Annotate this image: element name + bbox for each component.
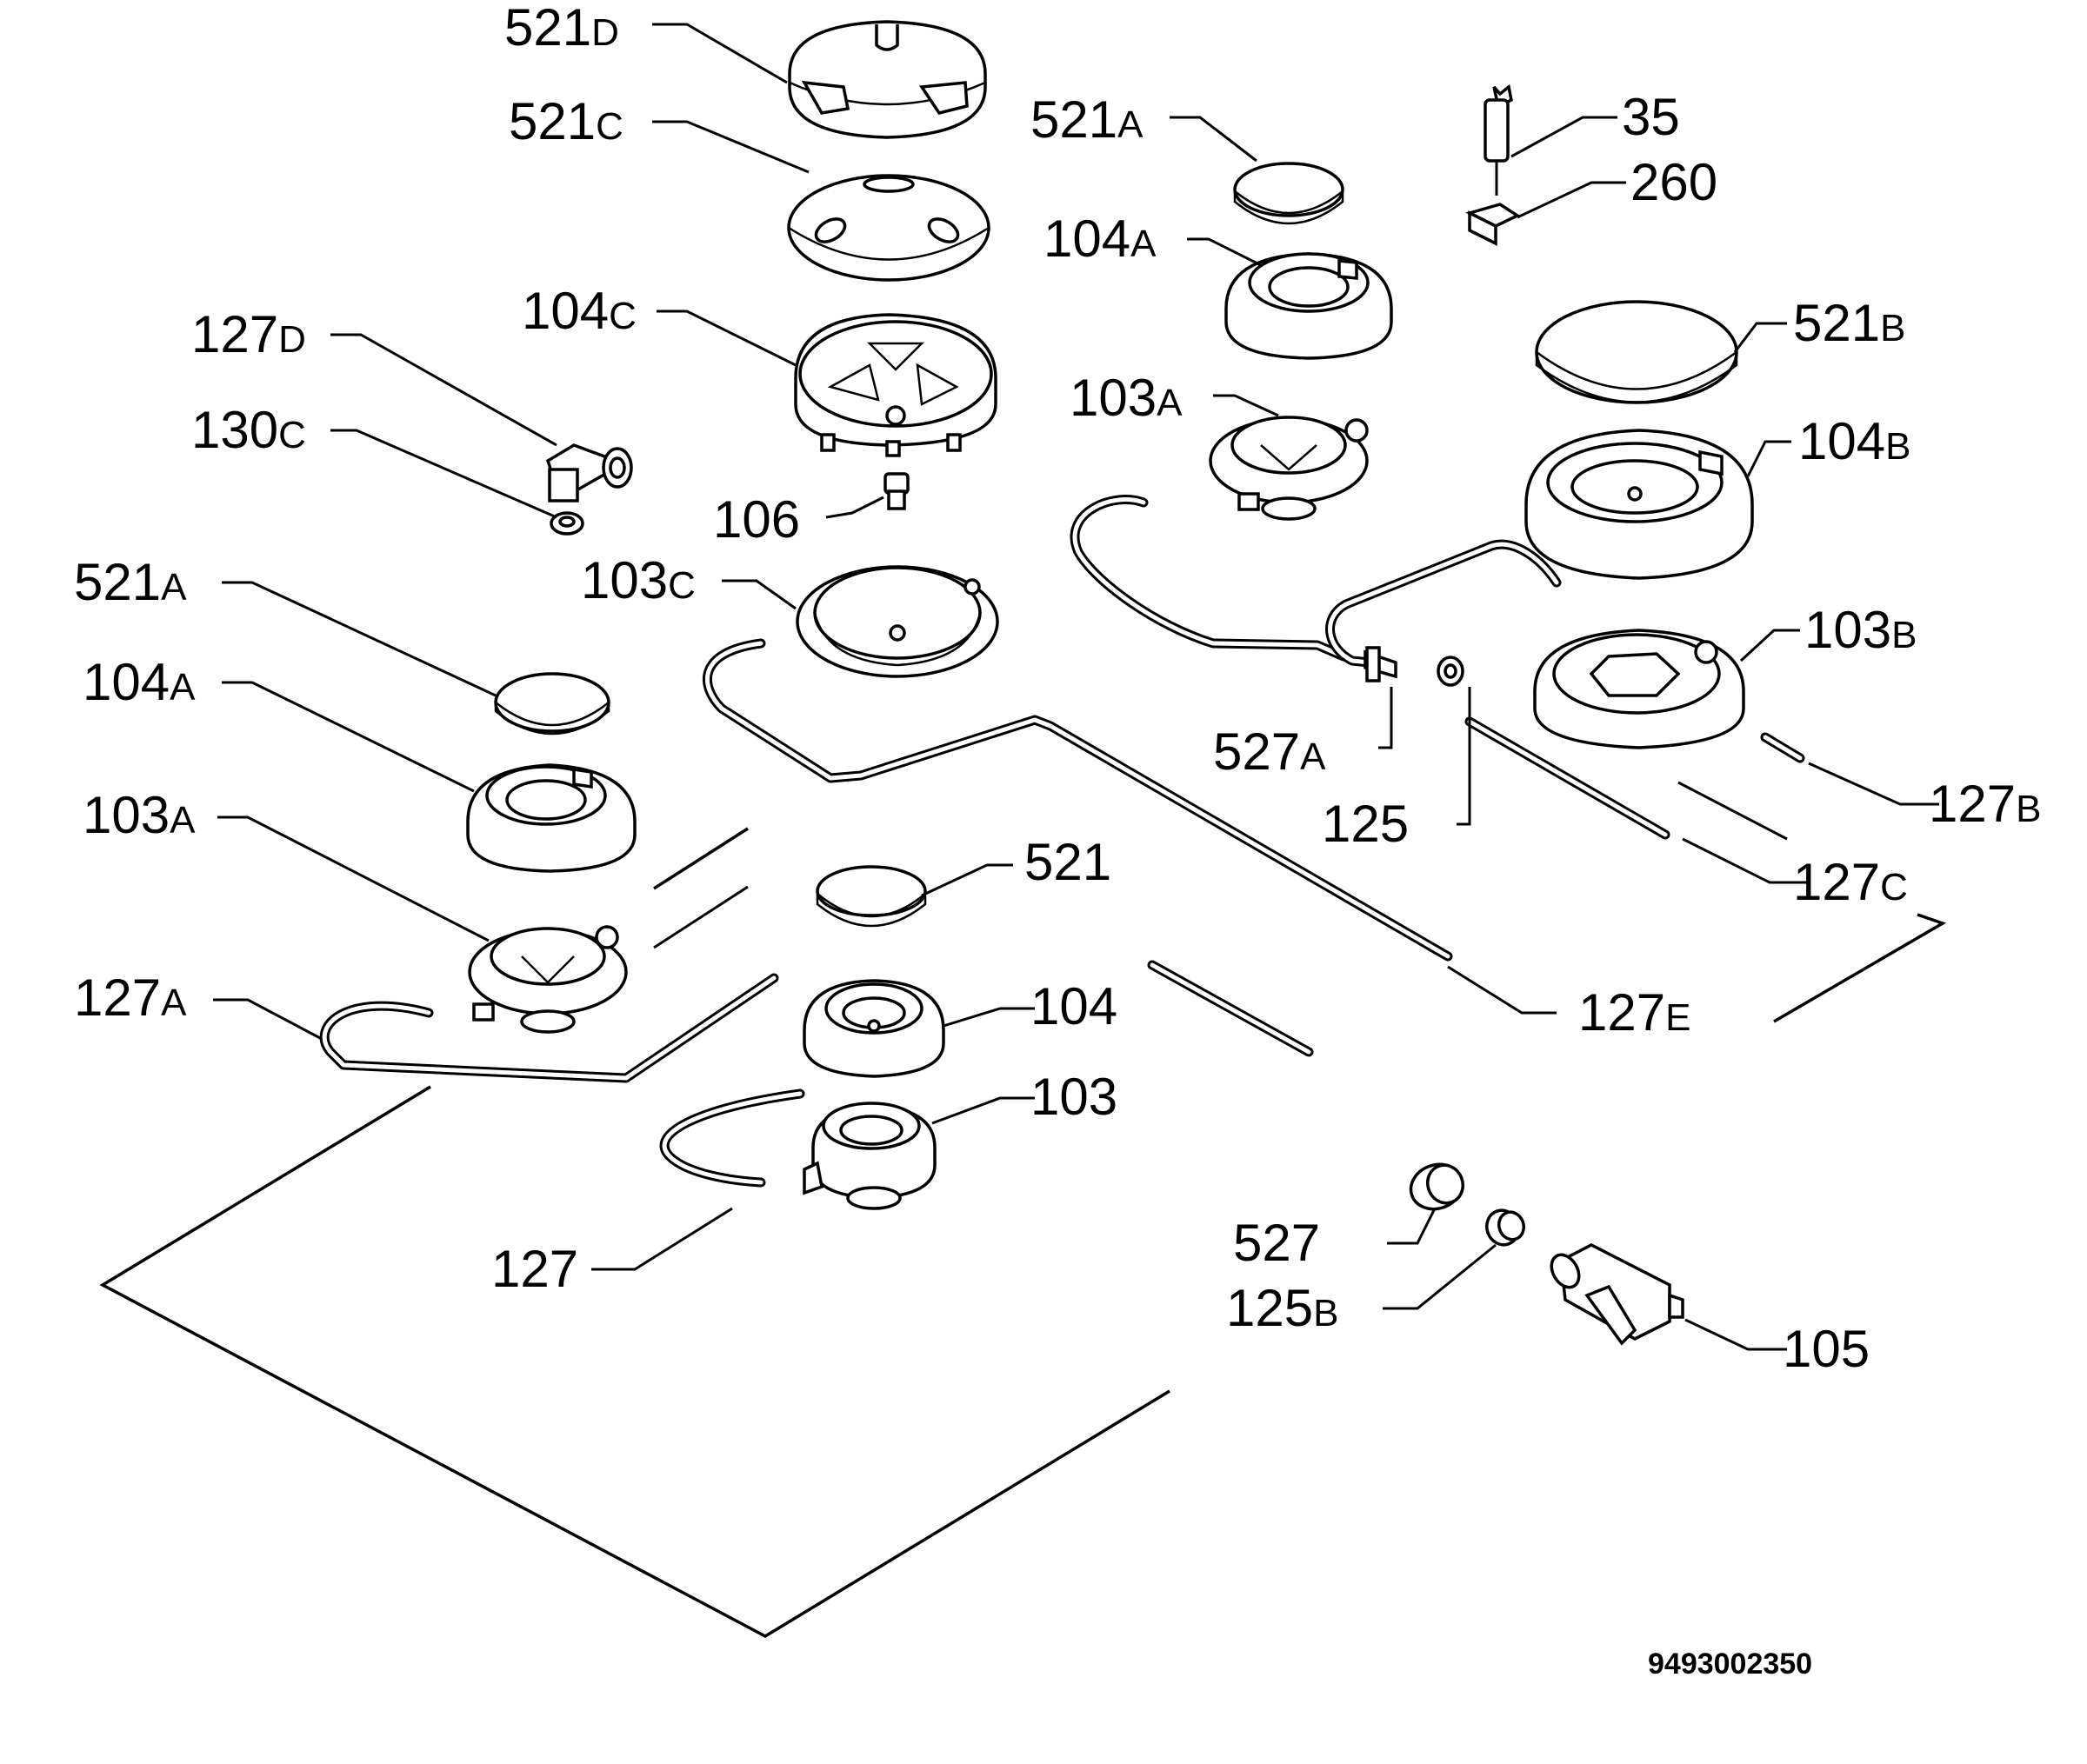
label-127E: 127E: [1578, 983, 1690, 1042]
label-35: 35: [1622, 88, 1680, 146]
label-125B: 125B: [1226, 1279, 1338, 1337]
label-127A: 127A: [74, 969, 187, 1027]
label-125: 125: [1322, 795, 1409, 853]
label-127B: 127B: [1929, 775, 2041, 833]
part-labels: 521D 521C 521A 35 260 104A 104C 127D 521…: [74, 0, 2041, 1378]
burner-base-103: [803, 1102, 937, 1210]
label-104A-left: 104A: [83, 653, 196, 711]
burner-base-103a-left: [468, 925, 628, 1034]
label-105: 105: [1783, 1320, 1870, 1378]
gas-valve-105: [1550, 1243, 1684, 1346]
label-103B: 103B: [1804, 601, 1917, 659]
reducer-125b: [1485, 1208, 1525, 1247]
label-521B: 521B: [1793, 294, 1905, 352]
nut-125: [1437, 656, 1464, 687]
burner-cap-521c: [787, 174, 990, 282]
burner-head-104a-left: [466, 763, 637, 873]
injector-106: [883, 472, 910, 510]
label-104C: 104C: [522, 282, 637, 340]
ignition-electrode-35: [1484, 83, 1513, 196]
burner-cap-521b: [1535, 300, 1738, 404]
burner-head-104: [803, 979, 945, 1078]
label-521D-top: 521D: [504, 0, 619, 57]
burner-cap-521a-left: [494, 672, 610, 736]
label-103A-left: 103A: [83, 786, 196, 844]
burner-head-104a-right: [1224, 252, 1393, 360]
burner-head-104c: [794, 313, 997, 457]
fitting-527a: [1364, 646, 1397, 682]
burner-cap-521d: [788, 20, 987, 139]
label-260: 260: [1630, 153, 1717, 211]
label-130C: 130C: [191, 401, 306, 459]
label-521A-left: 521A: [74, 553, 187, 611]
label-104A-right: 104A: [1044, 210, 1157, 268]
burner-cap-521: [816, 865, 927, 928]
label-103A-right: 103A: [1070, 369, 1183, 427]
label-527A: 527A: [1213, 722, 1326, 781]
burner-head-104b: [1524, 429, 1754, 580]
label-106: 106: [713, 490, 800, 549]
label-527: 527: [1233, 1214, 1320, 1272]
label-104B: 104B: [1798, 412, 1910, 470]
label-127C: 127C: [1793, 853, 1908, 911]
label-104: 104: [1030, 977, 1117, 1035]
burner-cap-521a-right: [1233, 162, 1344, 225]
drawing-number: 9493002350: [1648, 1648, 1812, 1681]
label-103: 103: [1030, 1068, 1117, 1126]
label-127D: 127D: [191, 305, 306, 363]
burner-base-103b: [1533, 629, 1745, 749]
gas-pipes: [319, 495, 1805, 1188]
label-521A-right: 521A: [1030, 90, 1144, 149]
burner-base-103c: [796, 565, 999, 678]
label-521: 521: [1024, 833, 1111, 891]
label-521C-top: 521C: [509, 92, 623, 150]
elbow-fitting-127d: [545, 443, 633, 503]
electrode-clip-260: [1465, 203, 1521, 246]
label-127: 127: [491, 1240, 578, 1298]
washer-130c: [550, 511, 584, 536]
hob-frame-outline: [99, 827, 1947, 1639]
leader-lines: [213, 23, 1939, 1351]
nut-527: [1409, 1162, 1464, 1211]
label-103C: 103C: [581, 551, 696, 609]
burner-base-103a-right: [1209, 416, 1369, 521]
